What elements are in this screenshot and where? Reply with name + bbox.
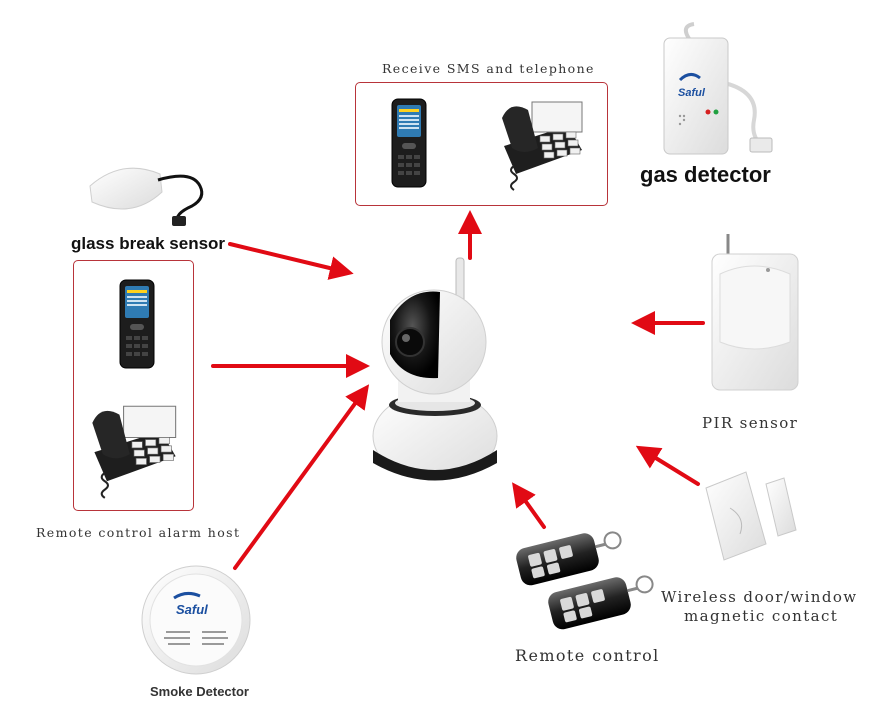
key-fob-icon bbox=[516, 531, 654, 630]
phone-icon bbox=[502, 101, 583, 191]
smoke-detector-icon: Saful bbox=[141, 565, 251, 675]
pir-sensor-icon bbox=[711, 234, 799, 391]
sms-telephone-label: Receive SMS and telephone bbox=[382, 61, 595, 76]
door-contact-icon bbox=[705, 471, 797, 561]
alarm-host-label: Remote control alarm host bbox=[36, 525, 241, 540]
arrow-from-door-contact bbox=[635, 445, 700, 486]
pir-sensor-label: PIR sensor bbox=[702, 414, 799, 432]
door-contact-label-line1: Wireless door/window bbox=[661, 588, 858, 606]
mobile-icon bbox=[119, 279, 155, 369]
gas-detector-label: gas detector bbox=[640, 162, 771, 187]
glass-break-icon bbox=[89, 167, 204, 226]
alarm-host-box bbox=[73, 260, 194, 511]
remote-control-label: Remote control bbox=[515, 646, 660, 665]
door-contact-label-line2: magnetic contact bbox=[684, 607, 839, 625]
arrow-from-smoke-detector bbox=[233, 384, 370, 570]
phone-icon bbox=[92, 405, 177, 499]
glass-break-label: glass break sensor bbox=[71, 234, 226, 253]
arrow-from-remote-control bbox=[512, 482, 546, 529]
mobile-icon bbox=[391, 98, 427, 188]
camera-icon bbox=[372, 257, 498, 481]
brand-logo: Saful bbox=[176, 602, 208, 617]
smoke-detector-label: Smoke Detector bbox=[150, 684, 249, 699]
brand-logo: Saful bbox=[678, 87, 706, 99]
gas-detector-icon: Saful bbox=[663, 22, 773, 155]
arrow-from-glass-break bbox=[228, 242, 354, 280]
sms-telephone-box bbox=[355, 82, 608, 206]
